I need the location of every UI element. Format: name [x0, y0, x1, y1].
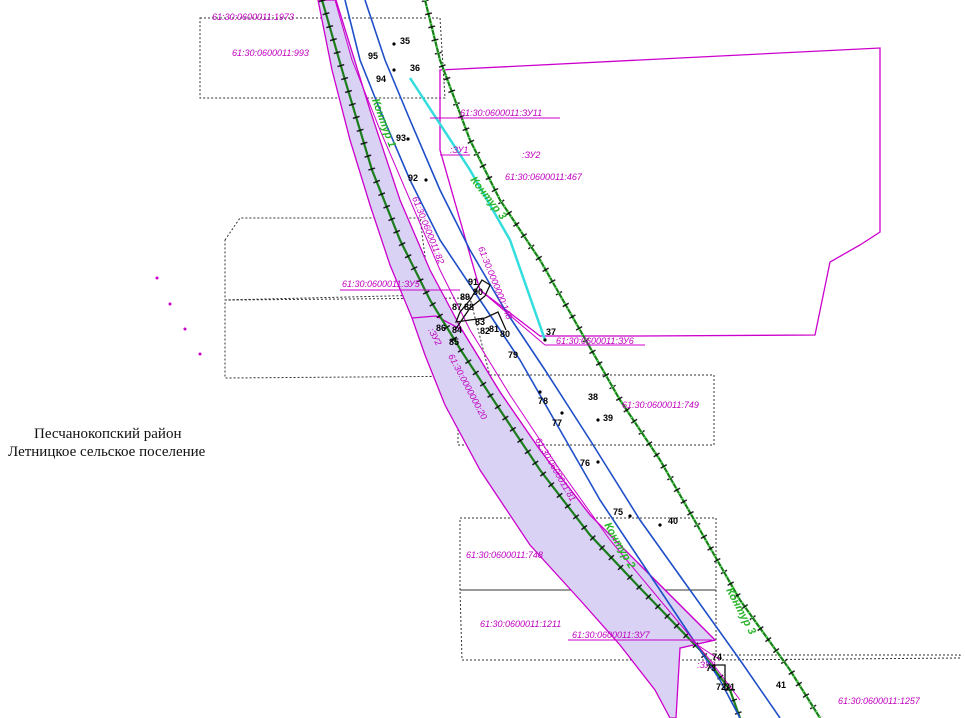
vertex-dot: [392, 68, 396, 72]
vertex-polyline-71-74: [712, 664, 735, 691]
point-label-77: 77: [552, 418, 562, 428]
point-label-90: 90: [473, 287, 483, 297]
point-label-84: 84: [452, 325, 462, 335]
cyan-line: [408, 77, 547, 341]
vertex-dot: [628, 514, 632, 518]
vertex-dot: [406, 137, 410, 141]
magenta-dot: [168, 302, 172, 306]
contour-label-3a: Контур 3: [468, 174, 509, 222]
parcel-label-993: 61:30:0600011:993: [232, 48, 309, 58]
point-label-92: 92: [408, 173, 418, 183]
point-label-89: 89: [460, 292, 470, 302]
vertex-dot: [658, 523, 662, 527]
point-label-80: 80: [500, 329, 510, 339]
magenta-dot: [198, 352, 202, 356]
magenta-dots: [155, 276, 202, 356]
point-label-38: 38: [588, 392, 598, 402]
point-label-74: 74: [712, 652, 722, 662]
parcel-label-1211: 61:30:0600011:1211: [480, 619, 561, 629]
route-line-a: [364, 0, 781, 718]
vertex-dot: [560, 411, 564, 415]
parcel-label-1973: 61:30:0600011:1973: [212, 12, 294, 22]
leader-zu7-diag: [689, 639, 721, 661]
point-label-75: 75: [613, 507, 623, 517]
magenta-dot: [183, 327, 187, 331]
vertex-points: [392, 42, 662, 527]
parcel-label-zu3: :ЗУ3: [697, 660, 715, 670]
parcel-label-148: 61:30:0000000:148: [476, 245, 514, 321]
vertex-dot: [596, 460, 600, 464]
parcel-label-zu2-top: :ЗУ2: [522, 150, 540, 160]
point-label-78: 78: [538, 396, 548, 406]
parcel-467-boundary: [439, 47, 881, 337]
point-label-85: 85: [449, 337, 459, 347]
point-label-39: 39: [603, 413, 613, 423]
parcel-label-zu6: 61:30:0600011:ЗУ6: [556, 336, 634, 346]
point-label-72: 72: [716, 682, 726, 692]
parcel-label-748: 61:30:0600011:748: [466, 550, 543, 560]
vertex-dot: [596, 418, 600, 422]
point-label-91: 91: [468, 277, 478, 287]
point-label-41: 41: [776, 680, 786, 690]
point-label-88: 88: [464, 302, 474, 312]
parcel-82-boundary: [224, 217, 431, 301]
point-label-86: 86: [436, 323, 446, 333]
point-label-71: 71: [725, 682, 735, 692]
point-label-82: 82: [480, 326, 490, 336]
point-label-79: 79: [508, 350, 518, 360]
leader-zu6-diag: [479, 289, 546, 346]
point-label-35: 35: [400, 36, 410, 46]
parcel-label-1257: 61:30:0600011:1257: [838, 696, 921, 706]
point-label-94: 94: [376, 74, 386, 84]
point-label-73: 73: [706, 663, 716, 673]
parcel-label-zu1: :ЗУ1: [450, 145, 468, 155]
point-label-81: 81: [489, 324, 499, 334]
route-line-b: [344, 0, 741, 718]
point-label-37: 37: [546, 327, 556, 337]
vertex-dot: [424, 178, 428, 182]
district-label: Песчанокопский район: [34, 426, 182, 442]
parcel-label-749: 61:30:0600011:749: [622, 400, 699, 410]
point-label-36: 36: [410, 63, 420, 73]
settlement-label: Летницкое сельское поселение: [8, 444, 206, 460]
magenta-inner-line: [334, 0, 741, 701]
parcel-993-boundary: [199, 17, 446, 99]
parcel-label-467: 61:30:0600011:467: [505, 172, 583, 182]
parcel-label-zu5: 61:30:0600011:ЗУ5: [342, 279, 421, 289]
point-label-93: 93: [396, 133, 406, 143]
vertex-dot: [543, 338, 547, 342]
point-label-76: 76: [580, 458, 590, 468]
point-label-40: 40: [668, 516, 678, 526]
point-label-95: 95: [368, 51, 378, 61]
contour-3-line: [423, 0, 821, 718]
vertex-dot: [538, 390, 542, 394]
point-label-83: 83: [475, 317, 485, 327]
blue-route-lines: [344, 0, 781, 718]
contour-lower-strip: [411, 315, 717, 718]
vertex-polyline-80-91: [454, 279, 507, 331]
parcel-label-zu11: 61:30:0600011:ЗУ11: [460, 108, 542, 118]
contour-label-3b: Контур 3: [723, 586, 758, 637]
point-label-87: 87: [452, 302, 462, 312]
parcel-label-zu7: 61:30:0600011:ЗУ7: [572, 630, 651, 640]
magenta-dot: [155, 276, 159, 280]
label-leaders: [340, 117, 721, 661]
vertex-dot: [392, 42, 396, 46]
